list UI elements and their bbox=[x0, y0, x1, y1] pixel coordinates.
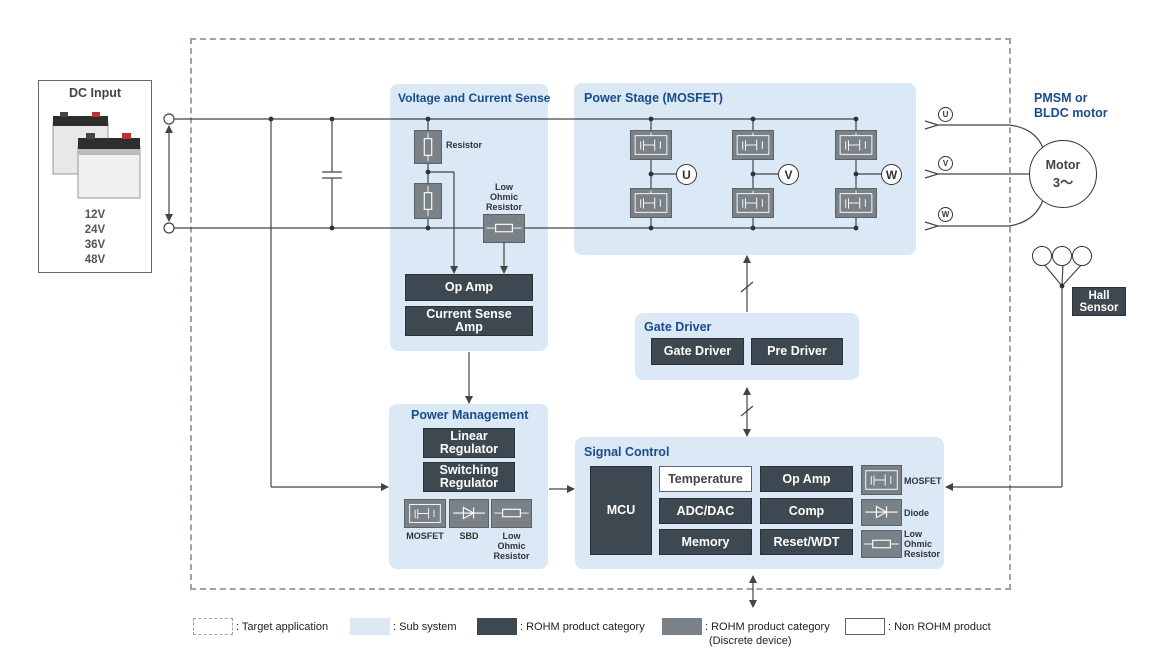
switching-regulator-line1: Switching bbox=[439, 463, 499, 477]
low-ohmic-resistor-icon bbox=[483, 214, 525, 243]
vcs-title: Voltage and Current Sense bbox=[398, 91, 551, 105]
sc-low-ohmic-label-1: Low bbox=[904, 529, 922, 539]
resistor-icon-2 bbox=[414, 183, 442, 219]
resistor-icon bbox=[414, 130, 442, 164]
sc-mosfet-label: MOSFET bbox=[904, 476, 942, 486]
power-management-title: Power Management bbox=[411, 408, 529, 422]
dc-voltage-24: 24V bbox=[84, 224, 106, 236]
gate-driver-block: Gate Driver bbox=[651, 338, 744, 365]
motor-phase-u: U bbox=[938, 107, 953, 122]
dc-voltage-12: 12V bbox=[84, 209, 106, 221]
sc-diode-label: Diode bbox=[904, 508, 930, 518]
hall-sensor-line2: Sensor bbox=[1079, 301, 1119, 314]
pm-low-ohmic-label-1: Low bbox=[502, 531, 521, 541]
legend-discrete-text-1: : ROHM product category bbox=[705, 621, 830, 633]
motor-phase-label: 3～ bbox=[1052, 174, 1074, 190]
current-sense-amp-block: Current Sense Amp bbox=[405, 306, 533, 336]
dc-input-title: DC Input bbox=[68, 86, 122, 100]
current-sense-amp-line1: Current Sense bbox=[426, 307, 512, 321]
power-mosfet-icon-low-3 bbox=[835, 188, 877, 218]
motor-type-label-2: BLDC motor bbox=[1034, 106, 1108, 120]
low-ohmic-label-1: Low bbox=[495, 182, 513, 192]
legend-rohm-swatch bbox=[477, 618, 517, 635]
dc-voltage-36: 36V bbox=[84, 239, 106, 251]
battery-icon bbox=[52, 112, 141, 199]
power-mosfet-icon-high-3 bbox=[835, 130, 877, 160]
motor-phase-v: V bbox=[938, 156, 953, 171]
legend-sub-swatch bbox=[350, 618, 390, 635]
pm-low-ohmic-label-2: Ohmic bbox=[497, 541, 526, 551]
power-mosfet-icon-low-2 bbox=[732, 188, 774, 218]
comp-block: Comp bbox=[760, 498, 853, 524]
signal-control-title: Signal Control bbox=[584, 445, 670, 459]
legend-target-swatch bbox=[193, 618, 233, 635]
pre-driver-block: Pre Driver bbox=[751, 338, 843, 365]
legend-rohm-text: : ROHM product category bbox=[520, 621, 645, 633]
power-stage-panel bbox=[574, 83, 916, 255]
sc-mosfet-icon bbox=[861, 465, 902, 495]
dc-voltage-48: 48V bbox=[84, 254, 106, 266]
sc-low-ohmic-label-2: Ohmic bbox=[904, 539, 933, 549]
linear-regulator-line2: Regulator bbox=[439, 442, 499, 456]
pm-sbd-icon bbox=[449, 499, 489, 528]
legend-non-rohm-swatch bbox=[845, 618, 885, 635]
hall-sensor-circle-2 bbox=[1052, 246, 1072, 266]
motor: Motor 3～ bbox=[1029, 140, 1097, 208]
op-amp-block: Op Amp bbox=[405, 274, 533, 301]
hall-sensor-block: Hall Sensor bbox=[1072, 287, 1126, 316]
current-sense-amp-line2: Amp bbox=[455, 320, 483, 334]
memory-block: Memory bbox=[659, 529, 752, 555]
low-ohmic-label-3: Resistor bbox=[485, 202, 522, 212]
node-v: V bbox=[778, 164, 799, 185]
resistor-label: Resistor bbox=[446, 140, 483, 150]
legend-discrete-swatch bbox=[662, 618, 702, 635]
gate-driver-title: Gate Driver bbox=[644, 320, 712, 334]
pm-sbd-label: SBD bbox=[459, 531, 479, 541]
sc-diode-icon bbox=[861, 499, 902, 526]
pm-mosfet-label: MOSFET bbox=[406, 531, 444, 541]
legend-discrete-text-2: (Discrete device) bbox=[709, 635, 792, 647]
legend-non-rohm-text: : Non ROHM product bbox=[888, 621, 991, 633]
power-mosfet-icon-low-1 bbox=[630, 188, 672, 218]
linear-regulator-block: Linear Regulator bbox=[423, 428, 515, 458]
hall-sensor-line1: Hall bbox=[1088, 289, 1110, 302]
switching-regulator-block: Switching Regulator bbox=[423, 462, 515, 492]
hall-sensor-circle-3 bbox=[1072, 246, 1092, 266]
power-mosfet-icon-high-1 bbox=[630, 130, 672, 160]
legend-sub-text: : Sub system bbox=[393, 621, 457, 633]
reset-wdt-block: Reset/WDT bbox=[760, 529, 853, 555]
pm-low-ohmic-label-3: Resistor bbox=[493, 551, 530, 561]
power-mosfet-icon-high-2 bbox=[732, 130, 774, 160]
temperature-block: Temperature bbox=[659, 466, 752, 492]
pm-mosfet-icon bbox=[404, 499, 446, 528]
adc-dac-block: ADC/DAC bbox=[659, 498, 752, 524]
power-stage-title: Power Stage (MOSFET) bbox=[584, 91, 723, 105]
low-ohmic-label-2: Ohmic bbox=[489, 192, 518, 202]
motor-label: Motor bbox=[1045, 157, 1081, 172]
pm-low-ohmic-icon bbox=[491, 499, 532, 528]
node-w: W bbox=[881, 164, 902, 185]
legend-target-text: : Target application bbox=[236, 621, 329, 633]
linear-regulator-line1: Linear bbox=[450, 429, 488, 443]
node-u: U bbox=[676, 164, 697, 185]
mcu-block: MCU bbox=[590, 466, 652, 555]
sc-op-amp-block: Op Amp bbox=[760, 466, 853, 492]
motor-phase-w: W bbox=[938, 207, 953, 222]
hall-sensor-circle-1 bbox=[1032, 246, 1052, 266]
motor-type-label-1: PMSM or bbox=[1034, 91, 1088, 105]
sc-low-ohmic-icon bbox=[861, 530, 902, 558]
target-application-frame bbox=[190, 38, 1011, 590]
sc-low-ohmic-label-3: Resistor bbox=[904, 549, 941, 559]
switching-regulator-line2: Regulator bbox=[439, 476, 499, 490]
